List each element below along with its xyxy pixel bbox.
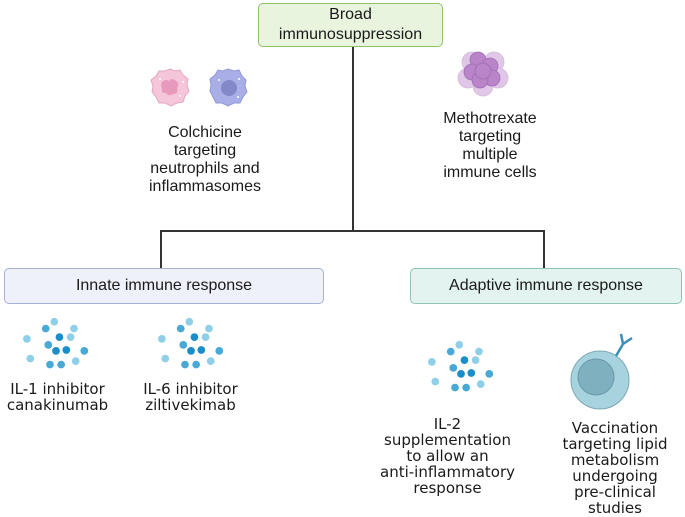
cytokine-dot xyxy=(70,324,78,333)
connector-horizontal xyxy=(160,230,544,232)
vaccination-line3: metabolism xyxy=(570,451,660,469)
cytokine-dot xyxy=(471,356,480,364)
cytokine-dot xyxy=(44,341,53,349)
vaccination-line2: targeting lipid xyxy=(562,435,668,453)
cytokine-dot xyxy=(55,333,64,341)
cytokine-dot xyxy=(176,324,185,333)
top-label-line2: immunosuppression xyxy=(278,26,423,43)
cytokine-dot xyxy=(215,347,224,355)
connector-vertical-main xyxy=(352,47,354,231)
cytokine-dot xyxy=(46,360,54,369)
cytokine-dot xyxy=(449,364,458,372)
cell-cluster-icon xyxy=(457,51,509,97)
cytokine-dot xyxy=(50,317,59,326)
cytokine-dot xyxy=(185,317,194,326)
cytokine-dot xyxy=(205,324,213,333)
b-cell-antibody-icon xyxy=(570,333,633,410)
cytokine-dot xyxy=(80,347,89,355)
cytokine-dot xyxy=(460,356,469,364)
cytokine-dot xyxy=(467,369,476,377)
innate-label: Innate immune response xyxy=(75,277,253,294)
colchicine-line1: Colchicine xyxy=(168,124,242,141)
vaccination-line6: studies xyxy=(588,499,642,517)
broad-immunosuppression-box: Broad immunosuppression xyxy=(258,3,443,47)
adaptive-immune-response-box: Adaptive immune response xyxy=(410,268,682,304)
vaccination-line4: undergoing xyxy=(572,467,658,485)
methotrexate-line1: Methotrexate xyxy=(443,110,537,127)
cytokine-dot xyxy=(181,360,189,369)
il6-label: IL-6 inhibitor ziltivekimab xyxy=(133,381,248,413)
cytokine-dot xyxy=(475,347,483,356)
cytokine-dot xyxy=(52,347,60,355)
cytokine-dot xyxy=(187,347,195,355)
connector-right-drop xyxy=(543,230,545,268)
il1-label: IL-1 inhibitor canakinumab xyxy=(0,381,115,413)
cytokine-dot xyxy=(41,324,50,333)
il2-label: IL-2 supplementation to allow an anti-in… xyxy=(375,416,520,496)
cytokine-dot xyxy=(476,380,485,388)
connector-left-drop xyxy=(160,230,162,268)
cytokine-dot xyxy=(161,354,170,363)
il6-cytokine-icon xyxy=(158,317,224,369)
cytokine-dot xyxy=(158,335,166,343)
neutrophil-icon xyxy=(150,68,190,107)
top-label-line1: Broad xyxy=(329,6,372,23)
cytokine-dot xyxy=(462,383,470,392)
cytokine-dot xyxy=(26,354,35,363)
il1-cytokine-icon xyxy=(23,317,89,369)
cytokine-dot xyxy=(206,357,215,365)
cytokine-dot xyxy=(455,340,464,349)
methotrexate-line3: multiple xyxy=(462,146,518,163)
vaccination-line5: pre-clinical xyxy=(574,483,656,501)
methotrexate-line2: targeting xyxy=(458,128,522,145)
cytokine-dot xyxy=(428,358,436,366)
cytokine-dot xyxy=(62,346,71,354)
cytokine-dot xyxy=(57,360,65,369)
cytokine-dot xyxy=(23,335,31,343)
cytokine-dot xyxy=(179,341,188,349)
il6-line1: IL-6 inhibitor xyxy=(143,380,238,398)
cytokine-dot xyxy=(66,333,75,341)
il2-cytokine-icon xyxy=(428,340,494,392)
monocyte-icon xyxy=(209,68,248,107)
vaccination-line1: Vaccination xyxy=(571,419,659,437)
cytokine-dot xyxy=(457,370,465,378)
innate-immune-response-box: Innate immune response xyxy=(4,268,324,304)
il6-line2: ziltivekimab xyxy=(145,396,236,414)
cytokine-dot xyxy=(71,357,80,365)
colchicine-label: Colchicine targeting neutrophils and inf… xyxy=(135,124,275,196)
colchicine-line4: inflammasomes xyxy=(148,178,262,195)
il2-line2: supplementation xyxy=(384,431,511,449)
cytokine-dot xyxy=(192,360,200,369)
il2-line5: response xyxy=(413,479,482,497)
adaptive-label: Adaptive immune response xyxy=(449,277,643,294)
cytokine-dot xyxy=(451,383,459,392)
cytokine-dot xyxy=(431,377,440,386)
cytokine-dot xyxy=(446,347,455,356)
cytokine-dot xyxy=(190,333,199,341)
methotrexate-line4: immune cells xyxy=(443,164,537,181)
vaccination-label: Vaccination targeting lipid metabolism u… xyxy=(545,420,685,516)
cytokine-dot xyxy=(197,346,206,354)
il1-line2: canakinumab xyxy=(6,396,109,414)
il2-line1: IL-2 xyxy=(433,415,462,433)
colchicine-line2: targeting xyxy=(173,142,237,159)
colchicine-line3: neutrophils and xyxy=(150,160,260,177)
il2-line4: anti-inflammatory xyxy=(380,463,515,481)
cytokine-dot xyxy=(201,333,210,341)
il1-line1: IL-1 inhibitor xyxy=(10,380,105,398)
il2-line3: to allow an xyxy=(406,447,489,465)
methotrexate-label: Methotrexate targeting multiple immune c… xyxy=(420,110,560,182)
cytokine-dot xyxy=(485,370,494,378)
